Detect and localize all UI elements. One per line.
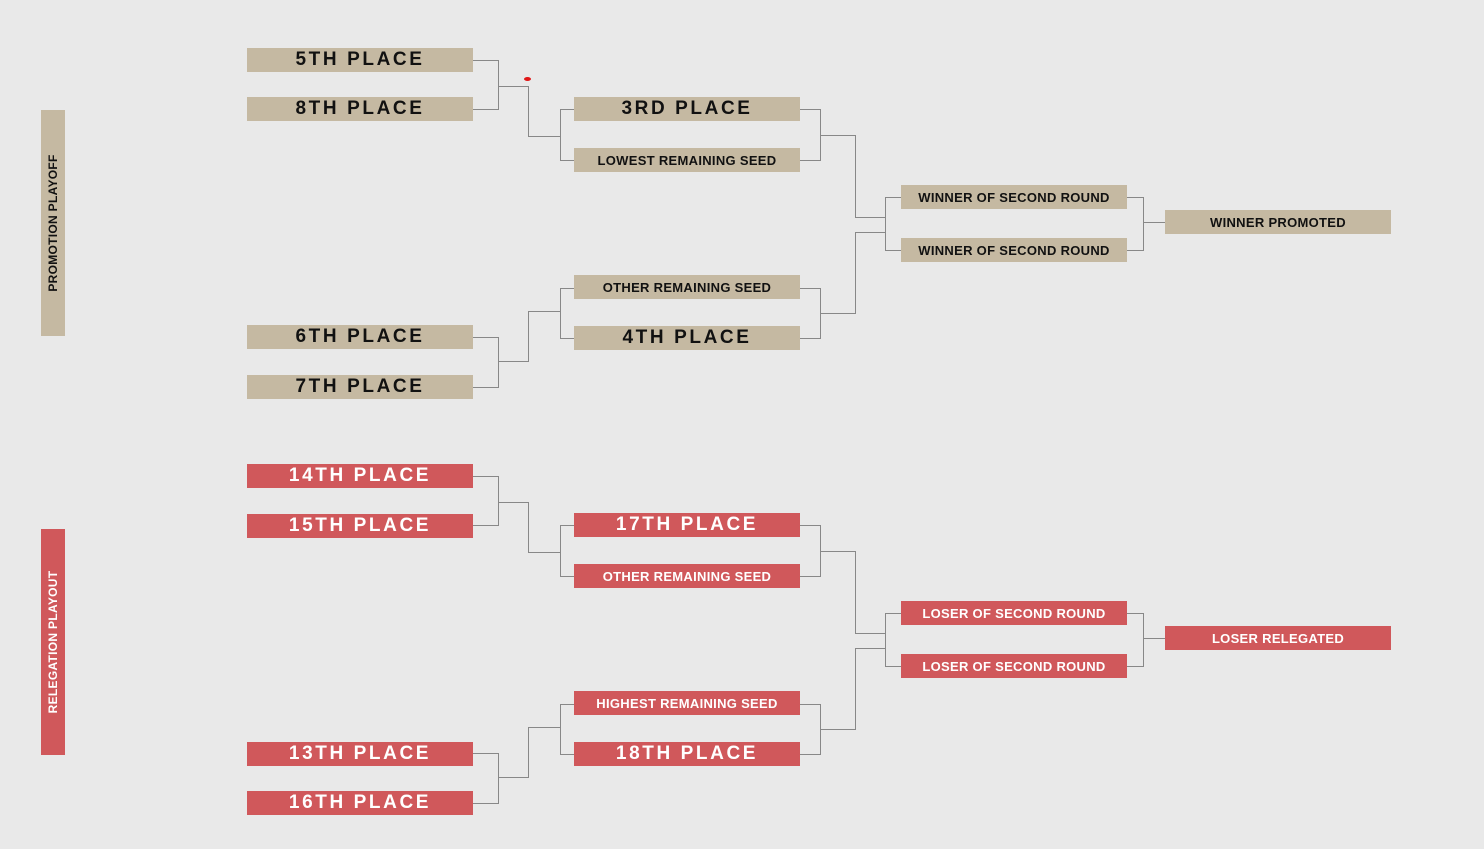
red-mark — [524, 77, 531, 81]
loser-relegated: LOSER RELEGATED — [1165, 626, 1391, 650]
seed-16th-place: 16TH PLACE — [247, 791, 473, 815]
seed-6th-place: 6TH PLACE — [247, 325, 473, 349]
seed-18th-place: 18TH PLACE — [574, 742, 800, 766]
connector-line — [820, 648, 886, 730]
other-remaining-seed: OTHER REMAINING SEED — [574, 275, 800, 299]
seed-7th-place: 7TH PLACE — [247, 375, 473, 399]
seed-8th-place: 8TH PLACE — [247, 97, 473, 121]
connector-line — [800, 525, 821, 577]
promotion-connectors — [473, 60, 1165, 388]
connector-line — [498, 311, 561, 362]
connector-line — [820, 135, 886, 218]
promotion-playoff-label: PROMOTION PLAYOFF — [41, 110, 65, 336]
connector-line — [498, 727, 561, 778]
winner-second-round-2: WINNER OF SECOND ROUND — [901, 238, 1127, 262]
relegation-label-text: RELEGATION PLAYOUT — [46, 570, 60, 714]
winner-second-round-1: WINNER OF SECOND ROUND — [901, 185, 1127, 209]
connector-line — [498, 502, 561, 553]
lowest-remaining-seed: LOWEST REMAINING SEED — [574, 148, 800, 172]
seed-3rd-place: 3RD PLACE — [574, 97, 800, 121]
connector-line — [800, 109, 821, 161]
highest-remaining-seed: HIGHEST REMAINING SEED — [574, 691, 800, 715]
connector-line — [820, 551, 886, 634]
connector-line — [473, 476, 499, 526]
connector-line — [885, 613, 901, 667]
seed-14th-place: 14TH PLACE — [247, 464, 473, 488]
relegation-connectors — [473, 476, 1165, 804]
connector-line — [560, 525, 574, 577]
connector-line — [800, 288, 821, 339]
winner-promoted: WINNER PROMOTED — [1165, 210, 1391, 234]
connector-line — [560, 288, 574, 339]
connector-line — [473, 60, 499, 110]
seed-17th-place: 17TH PLACE — [574, 513, 800, 537]
connector-line — [800, 704, 821, 755]
connector-line — [820, 232, 886, 314]
promotion-label-text: PROMOTION PLAYOFF — [46, 154, 60, 292]
seed-4th-place: 4TH PLACE — [574, 326, 800, 350]
seed-15th-place: 15TH PLACE — [247, 514, 473, 538]
connector-line — [473, 753, 499, 804]
seed-13th-place: 13TH PLACE — [247, 742, 473, 766]
connector-line — [473, 337, 499, 388]
relegation-playout-label: RELEGATION PLAYOUT — [41, 529, 65, 755]
connector-line — [1127, 613, 1144, 667]
seed-5th-place: 5TH PLACE — [247, 48, 473, 72]
connector-line — [885, 197, 901, 251]
connector-line — [560, 704, 574, 755]
loser-second-round-2: LOSER OF SECOND ROUND — [901, 654, 1127, 678]
connector-line — [498, 86, 561, 137]
connector-line — [1127, 197, 1144, 251]
loser-second-round-1: LOSER OF SECOND ROUND — [901, 601, 1127, 625]
other-remaining-seed-relegation: OTHER REMAINING SEED — [574, 564, 800, 588]
connector-line — [560, 109, 574, 161]
